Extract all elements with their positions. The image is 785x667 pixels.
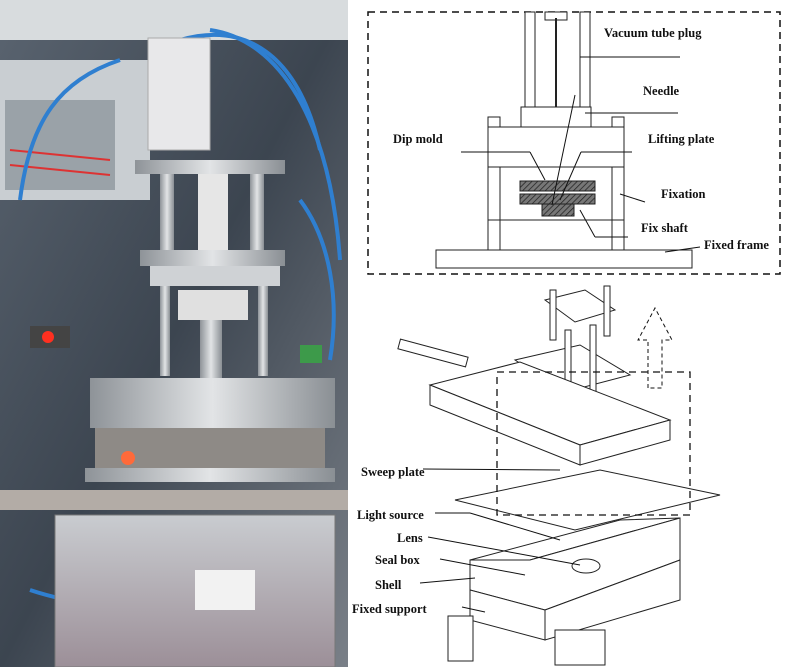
label-fixation: Fixation xyxy=(661,187,705,201)
orange-light xyxy=(121,451,135,465)
label-lens: Lens xyxy=(397,531,423,545)
lifting-plate-drawing xyxy=(487,126,625,168)
lifting-plate-photo xyxy=(90,378,335,428)
label-lifting-plate: Lifting plate xyxy=(648,132,715,146)
fixed-frame-drawing xyxy=(435,249,693,269)
valve-manifold xyxy=(147,37,211,151)
lift-direction-arrow-icon xyxy=(637,306,673,389)
label-dip-mold: Dip mold xyxy=(393,132,443,146)
label-needle: Needle xyxy=(643,84,680,98)
label-light-source: Light source xyxy=(357,508,424,522)
label-seal-box: Seal box xyxy=(375,553,421,567)
wire-terminal-block xyxy=(5,100,115,190)
assembly-view: Sweep plate Light source Lens Seal box S… xyxy=(352,285,721,666)
red-indicator-light xyxy=(42,331,54,343)
label-shell: Shell xyxy=(375,578,402,592)
label-fixed-support: Fixed support xyxy=(352,602,428,616)
label-vacuum-tube-plug: Vacuum tube plug xyxy=(604,26,702,40)
label-fix-shaft: Fix shaft xyxy=(641,221,689,235)
label-fixed-frame: Fixed frame xyxy=(704,238,769,252)
needle-block xyxy=(520,106,592,128)
detail-dashed-frame xyxy=(367,11,781,275)
machine-photo xyxy=(0,0,348,667)
label-sweep-plate: Sweep plate xyxy=(361,465,425,479)
assembly-dashed-frame xyxy=(496,371,691,516)
green-button xyxy=(300,345,322,363)
lens-drawing xyxy=(571,558,601,574)
detail-view: Vacuum tube plug Needle Dip mold Lifting… xyxy=(367,11,781,275)
